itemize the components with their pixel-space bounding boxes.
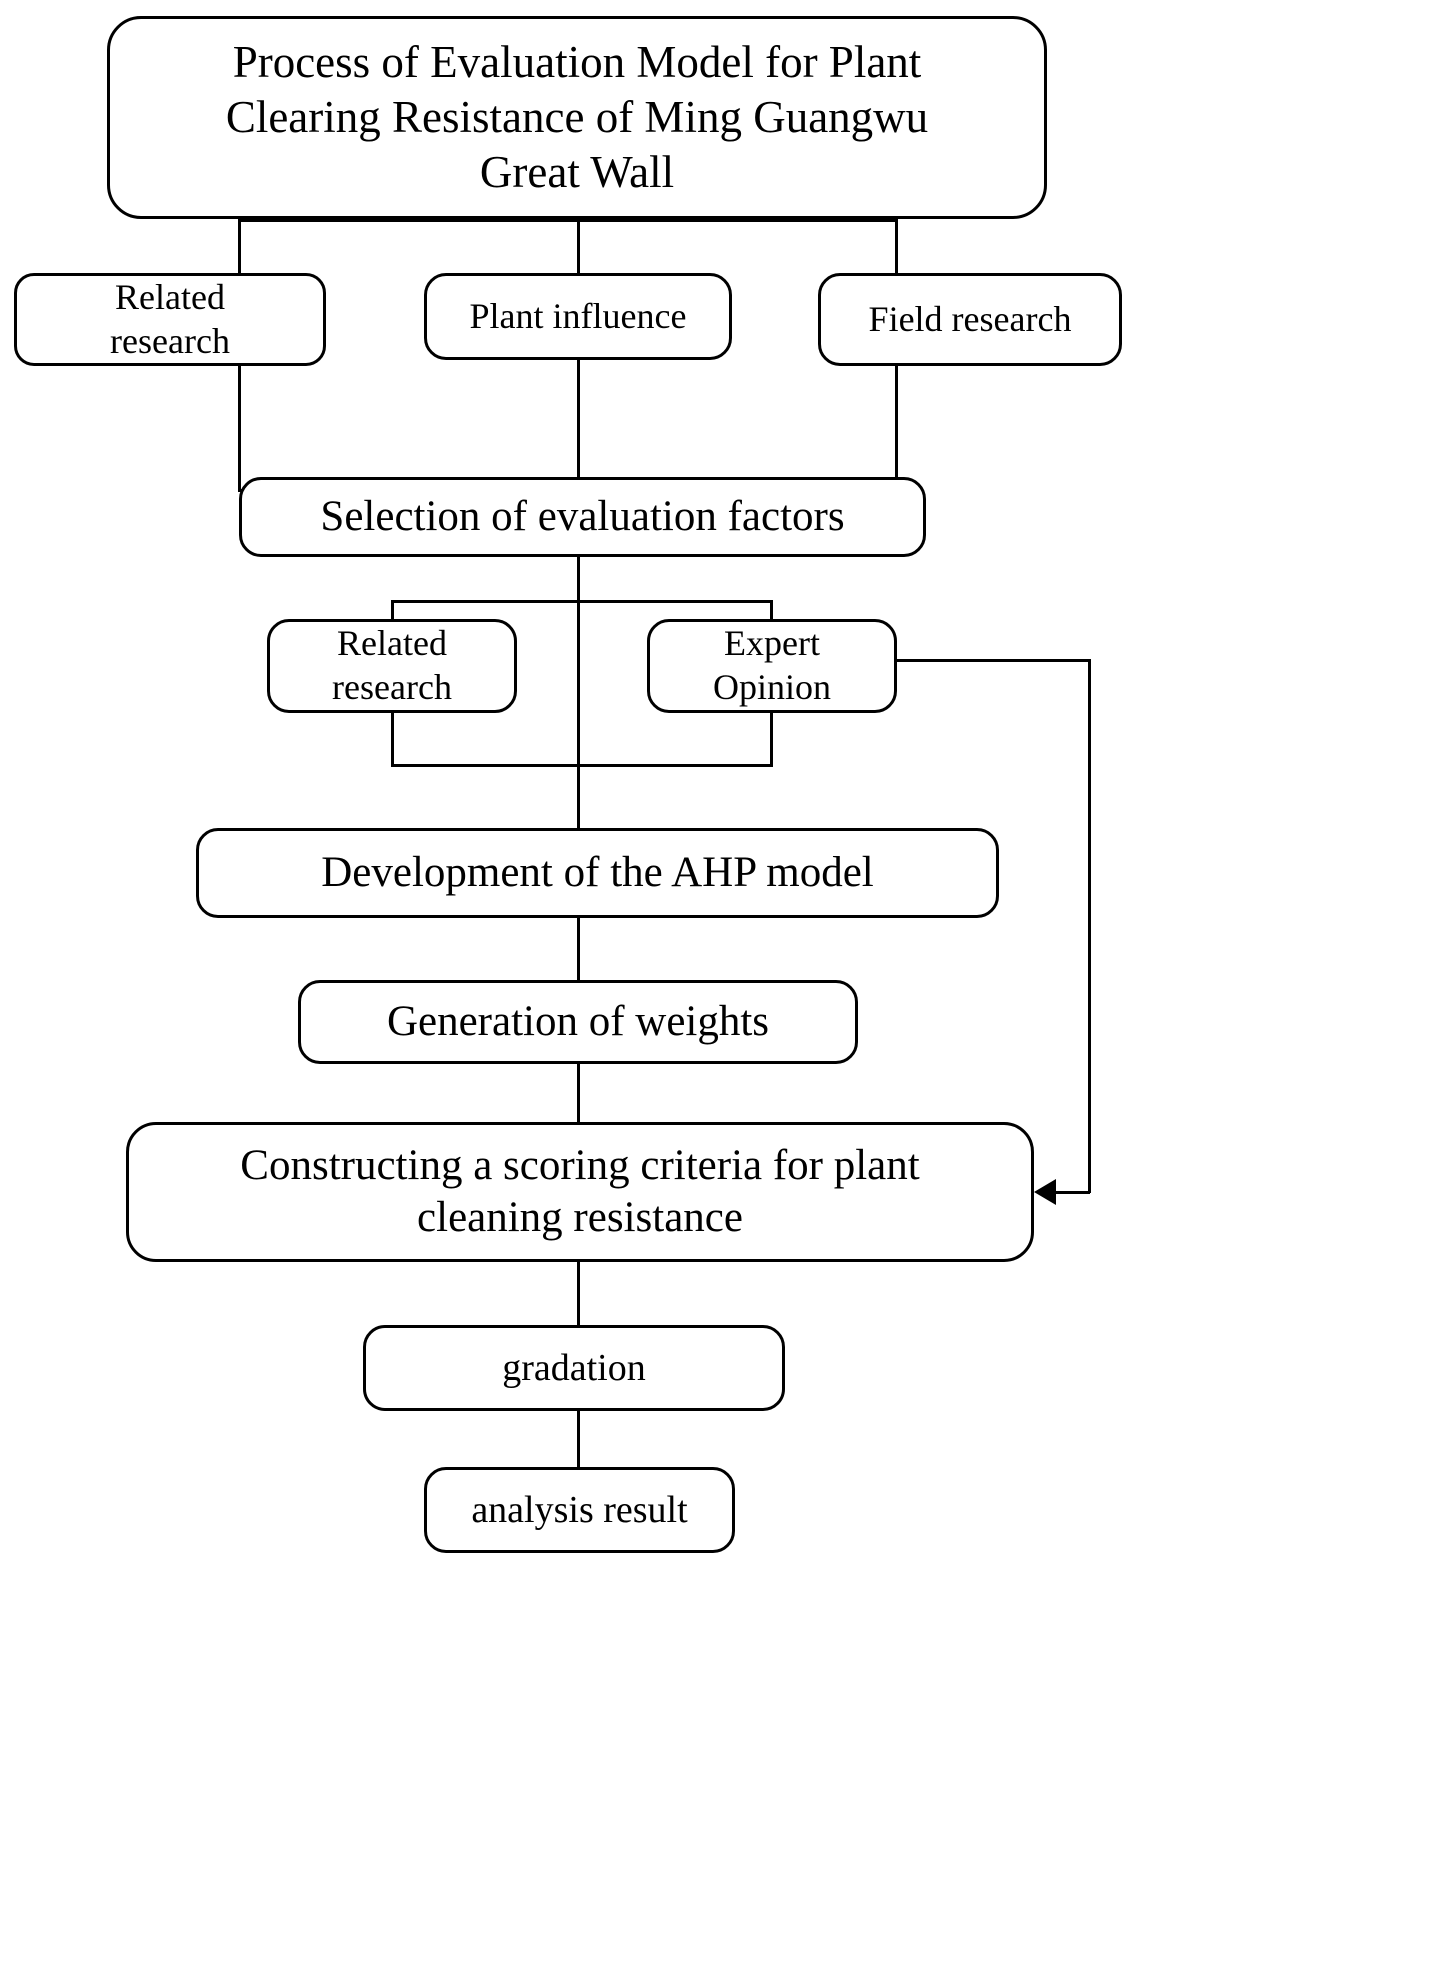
node-title-line3: Great Wall bbox=[479, 146, 675, 197]
connector-constructing-to-gradation bbox=[577, 1260, 580, 1327]
node-title-line1: Process of Evaluation Model for Plant bbox=[232, 37, 922, 88]
connector-title-to-field-research bbox=[895, 219, 898, 275]
node-constructing-line2: cleaning resistance bbox=[417, 1194, 743, 1241]
node-related-research-2-line1: Related bbox=[337, 623, 447, 664]
connector-spine-upper bbox=[577, 489, 580, 829]
connector-merge-bus-row4 bbox=[391, 764, 773, 767]
feedback-arrow-icon bbox=[1034, 1179, 1056, 1205]
node-gradation[interactable]: gradation bbox=[363, 1325, 785, 1411]
node-selection-of-evaluation-factors[interactable]: Selection of evaluation factors bbox=[239, 477, 926, 557]
node-expert-opinion-line1: Expert bbox=[724, 623, 820, 664]
connector-expert-down bbox=[770, 711, 773, 767]
connector-selection-to-expert bbox=[770, 600, 773, 622]
connector-gradation-to-analysis bbox=[577, 1409, 580, 1469]
node-field-research-text: Field research bbox=[868, 298, 1072, 339]
node-analysis-result[interactable]: analysis result bbox=[424, 1467, 735, 1553]
connector-feedback-bottom bbox=[1056, 1191, 1090, 1194]
connector-title-bus bbox=[238, 219, 898, 222]
connector-title-to-related-1 bbox=[238, 219, 241, 275]
connector-feedback-top bbox=[895, 659, 1091, 662]
node-gradation-text: gradation bbox=[502, 1346, 646, 1389]
node-selection-text: Selection of evaluation factors bbox=[320, 492, 845, 540]
node-expert-opinion-line2: Opinion bbox=[712, 667, 831, 707]
connector-field-research-down bbox=[895, 364, 898, 492]
node-constructing-scoring-criteria[interactable]: Constructing a scoring criteria for plan… bbox=[126, 1122, 1034, 1262]
node-analysis-result-text: analysis result bbox=[471, 1488, 688, 1531]
node-plant-influence[interactable]: Plant influence bbox=[424, 273, 732, 360]
connector-selection-to-related-2 bbox=[391, 600, 394, 622]
node-generation-of-weights[interactable]: Generation of weights bbox=[298, 980, 858, 1064]
node-ahp-model[interactable]: Development of the AHP model bbox=[196, 828, 999, 918]
node-ahp-model-text: Development of the AHP model bbox=[321, 848, 874, 896]
node-constructing-line1: Constructing a scoring criteria for plan… bbox=[240, 1141, 920, 1189]
connector-selection-bus bbox=[391, 600, 773, 603]
node-related-research-1-line2: research bbox=[110, 320, 230, 361]
connector-related-2-down bbox=[391, 711, 394, 767]
node-related-research-1-line1: Related bbox=[115, 276, 225, 317]
node-related-research-2-line2: research bbox=[332, 667, 452, 707]
connector-feedback-right bbox=[1088, 659, 1091, 1193]
node-generation-of-weights-text: Generation of weights bbox=[386, 997, 770, 1045]
connector-ahp-to-weights bbox=[577, 916, 580, 982]
node-title-line2: Clearing Resistance of Ming Guangwu bbox=[225, 92, 929, 143]
connector-plant-influence-down bbox=[577, 358, 580, 492]
connector-title-to-plant-influence bbox=[577, 219, 580, 275]
node-plant-influence-text: Plant influence bbox=[469, 295, 687, 336]
connector-related-1-down bbox=[238, 364, 241, 492]
node-field-research[interactable]: Field research bbox=[818, 273, 1122, 366]
connector-weights-to-constructing bbox=[577, 1062, 580, 1124]
node-constructing-text: Constructing a scoring criteria for plan… bbox=[139, 1140, 1021, 1245]
